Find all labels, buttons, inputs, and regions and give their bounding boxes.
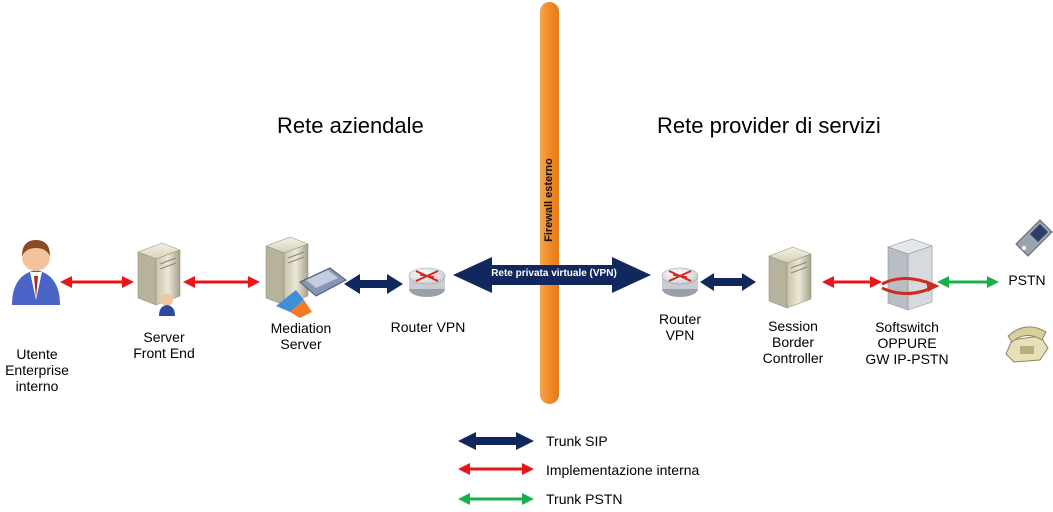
legend-internal-label: Implementazione interna xyxy=(546,462,700,478)
connector-frontend-mediation xyxy=(183,276,260,288)
server-user-icon xyxy=(137,242,181,316)
firewall-label: Firewall esterno xyxy=(543,158,555,242)
mobile-phone-icon xyxy=(1015,219,1053,257)
router-left-label: Router VPN xyxy=(390,319,466,335)
legend-arrow-pstn xyxy=(458,493,534,505)
pstn-label: PSTN xyxy=(1008,272,1046,288)
mediation-server-icon xyxy=(265,236,347,318)
legend-sip-label: Trunk SIP xyxy=(546,433,608,449)
vpn-label: Rete privata virtuale (VPN) xyxy=(491,268,617,279)
connector-mediation-router xyxy=(344,274,403,294)
connector-router-sbc xyxy=(700,273,756,291)
left-region-title: Rete aziendale xyxy=(277,113,424,138)
router-icon xyxy=(408,267,446,297)
user-icon xyxy=(12,240,60,305)
connector-user-frontend xyxy=(60,276,134,288)
softswitch-icon xyxy=(881,238,940,311)
legend-arrow-internal xyxy=(458,463,534,475)
desk-phone-icon xyxy=(1005,326,1049,363)
right-region-title: Rete provider di servizi xyxy=(657,113,881,138)
router-icon xyxy=(661,267,699,297)
server-icon xyxy=(768,246,812,309)
legend-pstn-label: Trunk PSTN xyxy=(546,491,623,507)
vpn-arrow xyxy=(453,257,651,293)
firewall-bar xyxy=(540,2,559,404)
connector-softswitch-pstn xyxy=(937,276,999,288)
connector-sbc-softswitch xyxy=(822,276,882,288)
legend-arrow-sip xyxy=(458,432,534,450)
